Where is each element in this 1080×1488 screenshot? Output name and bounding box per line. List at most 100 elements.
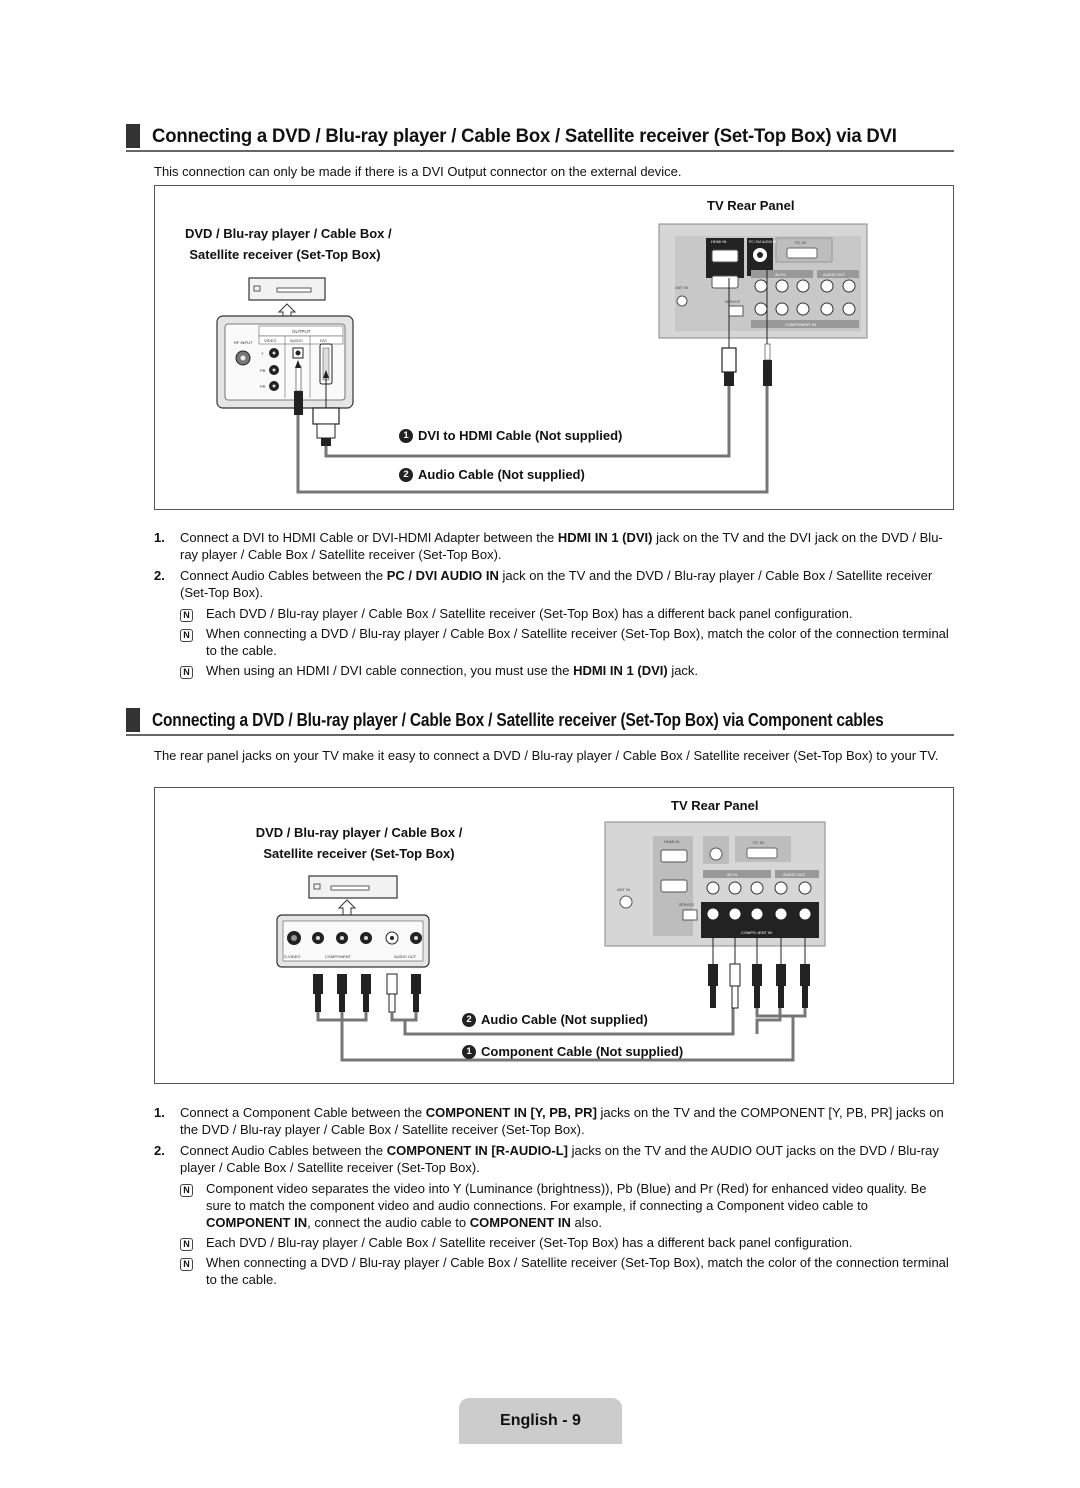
pc-dvi-audio-text: PC / DVI AUDIO IN (749, 240, 777, 244)
section1-rule (126, 150, 954, 152)
section2-steps: 1. Connect a Component Cable between the… (154, 1104, 954, 1291)
step-number: 2. (154, 568, 165, 583)
audio-text: AUDIO (290, 338, 303, 343)
callout-number-badge: 1 (399, 428, 413, 443)
section2-heading: Connecting a DVD / Blu-ray player / Cabl… (126, 708, 1003, 732)
output-text: OUTPUT (292, 329, 311, 334)
av-in-text: AV IN (727, 872, 737, 877)
step-text: Connect a Component Cable between the CO… (180, 1105, 944, 1137)
callout-component-cable: 1 Component Cable (Not supplied) (462, 1044, 683, 1059)
step-text: Connect a DVI to HDMI Cable or DVI-HDMI … (180, 530, 943, 562)
ant-in-text: ANT IN (675, 285, 688, 290)
step-number: 2. (154, 1143, 165, 1158)
callout-number-badge: 1 (462, 1044, 476, 1059)
hdmi-in-text: HDMI IN (711, 239, 726, 244)
callout-number-badge: 2 (399, 467, 413, 482)
note-icon: N (180, 1184, 193, 1197)
service-text: SERVICE (725, 300, 741, 304)
section1-steps: 1. Connect a DVI to HDMI Cable or DVI-HD… (154, 529, 954, 682)
hdmi-in-text: HDMI IN (664, 839, 679, 844)
ant-in-text: ANT IN (617, 887, 630, 892)
tv-cable-plugs (721, 264, 772, 386)
device-back-panel: RF INPUT OUTPUT VIDEO AUDIO DVI Y PB PR (216, 315, 354, 409)
callout-text: Audio Cable (Not supplied) (481, 1012, 648, 1027)
note-text: When connecting a DVD / Blu-ray player /… (206, 626, 949, 658)
pc-in-text: PC IN (753, 840, 764, 845)
note-item: N Each DVD / Blu-ray player / Cable Box … (180, 1234, 954, 1251)
callout-number-badge: 2 (462, 1012, 476, 1027)
section1-heading: Connecting a DVD / Blu-ray player / Cabl… (126, 124, 936, 148)
component-connection-drawing: S-VIDEO COMPONENT AUDIO OUT (276, 821, 826, 1062)
note-item: N Each DVD / Blu-ray player / Cable Box … (180, 605, 954, 622)
note-text: Component video separates the video into… (206, 1181, 927, 1230)
callout-audio-cable: 2 Audio Cable (Not supplied) (462, 1012, 648, 1027)
audio-out-text: AUDIO OUT (823, 272, 846, 277)
audio-out-text: AUDIO OUT (783, 872, 806, 877)
note-item: N When using an HDMI / DVI cable connect… (180, 662, 954, 679)
note-icon: N (180, 1238, 193, 1251)
section2-rule (126, 734, 954, 736)
pc-in-text: PC IN (795, 240, 806, 245)
note-item: N When connecting a DVD / Blu-ray player… (180, 625, 954, 659)
dvd-player-icon (308, 875, 398, 916)
step-item: 2. Connect Audio Cables between the PC /… (154, 567, 954, 601)
svg-text:PR: PR (260, 384, 266, 389)
device-label-line1: DVD / Blu-ray player / Cable Box / (185, 226, 392, 241)
component-in-text: COMPONENT IN (785, 322, 816, 327)
tv-rear-panel-label: TV Rear Panel (671, 798, 759, 813)
device-cable-plugs (313, 973, 421, 1013)
callout-text: DVI to HDMI Cable (Not supplied) (418, 428, 623, 443)
note-icon: N (180, 1258, 193, 1271)
s-video-text: S-VIDEO (284, 954, 300, 959)
service-text: SERVICE (679, 903, 695, 907)
step-item: 1. Connect a DVI to HDMI Cable or DVI-HD… (154, 529, 954, 563)
dvi-connection-drawing: RF INPUT OUTPUT VIDEO AUDIO DVI Y PB PR (216, 223, 868, 494)
dvi-diagram: TV Rear Panel DVD / Blu-ray player / Cab… (154, 185, 954, 510)
tv-rear-panel: HDMI IN PC / DVI AUDIO IN PC IN ANT IN S… (658, 223, 868, 339)
step-number: 1. (154, 1105, 165, 1120)
device-back-panel: S-VIDEO COMPONENT AUDIO OUT (276, 914, 430, 968)
section1-title: Connecting a DVD / Blu-ray player / Cabl… (152, 124, 897, 147)
tv-cable-plugs (708, 920, 810, 1009)
tv-rear-panel: HDMI IN PC IN ANT IN SERVICE AV IN AUDIO… (604, 821, 826, 947)
note-text: When using an HDMI / DVI cable connectio… (206, 663, 699, 678)
device-label-line2: Satellite receiver (Set-Top Box) (189, 247, 381, 262)
callout-audio-cable: 2 Audio Cable (Not supplied) (399, 467, 585, 482)
callout-text: Component Cable (Not supplied) (481, 1044, 684, 1059)
note-text: When connecting a DVD / Blu-ray player /… (206, 1255, 949, 1287)
callout-text: Audio Cable (Not supplied) (418, 467, 585, 482)
tv-rear-panel-label: TV Rear Panel (707, 198, 795, 213)
heading-bar (126, 708, 140, 732)
note-text: Each DVD / Blu-ray player / Cable Box / … (206, 1235, 853, 1250)
step-item: 1. Connect a Component Cable between the… (154, 1104, 954, 1138)
section1-intro: This connection can only be made if ther… (154, 164, 682, 179)
note-icon: N (180, 609, 193, 622)
note-icon: N (180, 666, 193, 679)
section2-title: Connecting a DVD / Blu-ray player / Cabl… (152, 709, 884, 730)
note-item: N Component video separates the video in… (180, 1180, 954, 1231)
note-text: Each DVD / Blu-ray player / Cable Box / … (206, 606, 853, 621)
cables (296, 386, 769, 494)
step-item: 2. Connect Audio Cables between the COMP… (154, 1142, 954, 1176)
dvi-text: DVI (320, 338, 327, 343)
note-item: N When connecting a DVD / Blu-ray player… (180, 1254, 954, 1288)
section2-intro: The rear panel jacks on your TV make it … (154, 748, 939, 763)
dvd-player-icon (248, 277, 326, 319)
audio-out-dev-text: AUDIO OUT (394, 954, 417, 959)
cables (316, 1008, 807, 1062)
svg-text:Y: Y (261, 351, 264, 356)
step-number: 1. (154, 530, 165, 545)
page-footer-tab: English - 9 (459, 1398, 622, 1444)
callout-dvi-hdmi: 1 DVI to HDMI Cable (Not supplied) (399, 428, 622, 443)
heading-bar (126, 124, 140, 148)
video-text: VIDEO (264, 338, 276, 343)
step-text: Connect Audio Cables between the PC / DV… (180, 568, 933, 600)
device-cable-plugs (294, 360, 340, 446)
svg-text:PB: PB (260, 368, 266, 373)
device-label-line2: Satellite receiver (Set-Top Box) (263, 846, 455, 861)
component-text: COMPONENT (325, 954, 352, 959)
device-label-line1: DVD / Blu-ray player / Cable Box / (255, 825, 463, 840)
step-text: Connect Audio Cables between the COMPONE… (180, 1143, 939, 1175)
component-diagram: TV Rear Panel DVD / Blu-ray player / Cab… (154, 787, 954, 1084)
rf-input-text: RF INPUT (234, 340, 253, 345)
